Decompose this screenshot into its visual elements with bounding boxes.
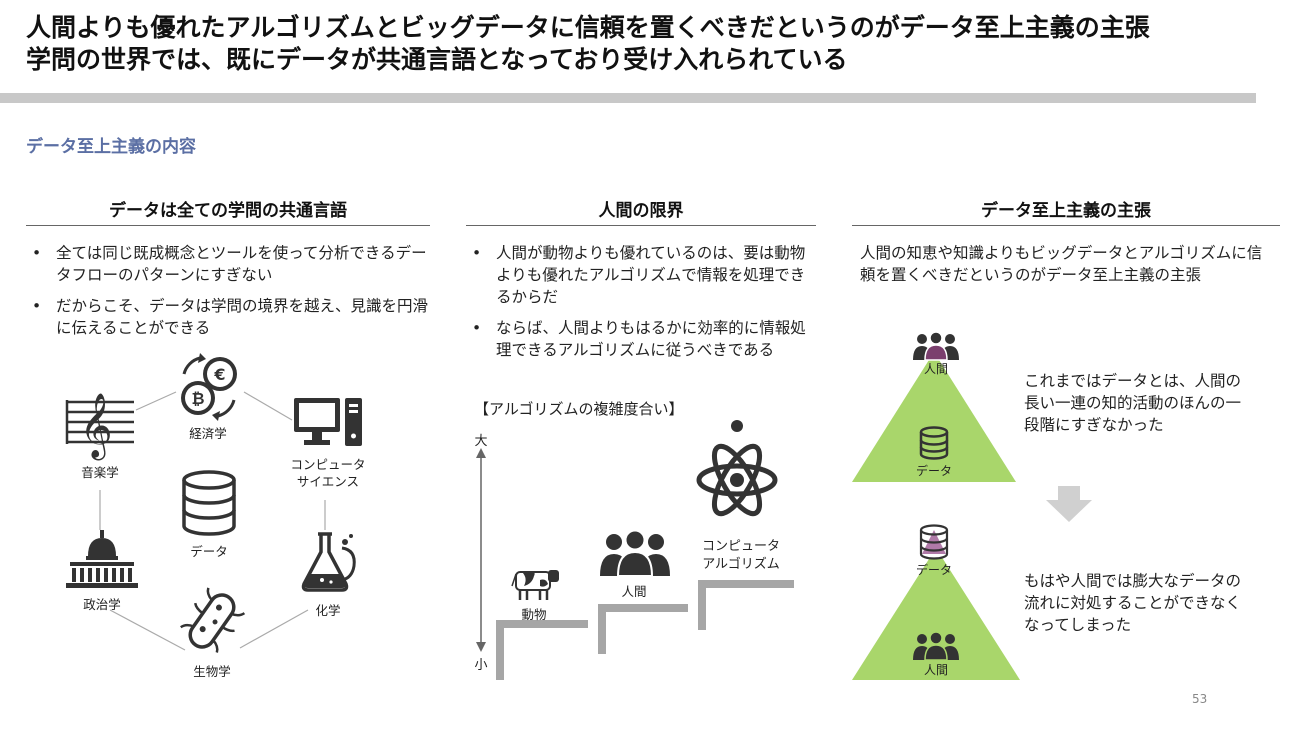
flask-icon	[301, 532, 356, 592]
step-label-animal: 動物	[521, 607, 547, 622]
label-computer-science-line1: コンピュータ	[290, 457, 366, 472]
step-label-computer-line2: アルゴリズム	[702, 557, 780, 572]
title-line-1: 人間よりも優れたアルゴリズムとビッグデータに信頼を置くべきだというのがデータ至上…	[26, 13, 1150, 42]
label-music: 音楽学	[81, 465, 119, 480]
axis-label-high: 大	[474, 434, 488, 449]
database-icon	[919, 426, 949, 460]
slide-title: 人間よりも優れたアルゴリズムとビッグデータに信頼を置くべきだというのがデータ至上…	[26, 12, 1286, 76]
label-data: データ	[190, 544, 228, 559]
complexity-axis-arrow	[476, 448, 486, 652]
down-arrow-icon	[1046, 486, 1092, 522]
complexity-label: 【アルゴリズムの複雑度合い】	[474, 400, 684, 418]
label-chemistry: 化学	[315, 603, 341, 618]
people-group-icon	[600, 529, 670, 577]
label-politics: 政治学	[83, 597, 121, 612]
col3-heading: データ至上主義の主張	[852, 196, 1280, 226]
title-line-2: 学問の世界では、既にデータが共通言語となっており受け入れられている	[26, 45, 848, 74]
axis-label-low: 小	[474, 658, 488, 673]
bacteria-icon	[180, 587, 246, 653]
label-computer-science-line2: サイエンス	[296, 474, 360, 489]
step-label-computer-algorithm: コンピュータ アルゴリズム	[686, 538, 796, 574]
bottom-triangle-label-human: 人間	[923, 663, 948, 677]
page-number: 53	[1192, 692, 1208, 706]
people-group-icon	[913, 631, 959, 661]
people-group-icon	[913, 331, 959, 361]
svg-text:₿: ₿	[191, 389, 204, 408]
top-triangle-label-data: データ	[915, 464, 952, 478]
database-icon	[919, 524, 949, 560]
music-score-icon: 𝄞	[65, 393, 134, 460]
col1-bullet-list: 全ては同じ既成概念とツールを使って分析できるデータフローのパターンにすぎない だ…	[26, 242, 430, 348]
label-computer-science: コンピュータ サイエンス	[272, 456, 384, 490]
svg-text:€: €	[213, 365, 225, 384]
col3-paragraph: 人間の知恵や知識よりもビッグデータとアルゴリズムに信頼を置くべきだというのがデー…	[860, 244, 1263, 284]
title-divider-bar	[0, 93, 1256, 103]
label-biology: 生物学	[193, 664, 231, 679]
col2-bullet: ならば、人間よりもはるかに効率的に情報処理できるアルゴリズムに従うべきである	[466, 317, 816, 361]
top-description: これまではデータとは、人間の長い一連の知的活動のほんの一段階にすぎなかった	[1024, 372, 1242, 434]
atom-icon	[696, 420, 778, 517]
col1-bullet: だからこそ、データは学問の境界を越え、見識を円滑に伝えることができる	[26, 295, 430, 339]
bottom-triangle	[852, 548, 1020, 680]
col1-bullet: 全ては同じ既成概念とツールを使って分析できるデータフローのパターンにすぎない	[26, 242, 430, 286]
top-triangle	[852, 352, 1016, 482]
col2-bullet-list: 人間が動物よりも優れているのは、要は動物よりも優れたアルゴリズムで情報を処理でき…	[466, 242, 816, 370]
database-icon	[182, 470, 236, 536]
top-triangle-label-human: 人間	[923, 362, 948, 376]
label-economics: 経済学	[189, 426, 227, 441]
step-label-human: 人間	[621, 584, 647, 599]
capitol-building-icon	[66, 530, 138, 588]
coins-icon: € ₿	[181, 353, 237, 421]
cow-icon	[511, 570, 559, 600]
svg-text:𝄞: 𝄞	[79, 393, 112, 460]
computer-icon	[294, 398, 362, 446]
col2-heading: 人間の限界	[466, 196, 816, 226]
bottom-triangle-label-data: データ	[915, 563, 952, 577]
staircase-diagram	[496, 580, 794, 680]
bottom-description: もはや人間では膨大なデータの流れに対処することができなくなってしまった	[1024, 572, 1242, 634]
section-subtitle: データ至上主義の内容	[26, 137, 196, 157]
col2-bullet: 人間が動物よりも優れているのは、要は動物よりも優れたアルゴリズムで情報を処理でき…	[466, 242, 816, 308]
col1-heading: データは全ての学問の共通言語	[26, 196, 430, 226]
step-label-computer-line1: コンピュータ	[701, 539, 780, 554]
